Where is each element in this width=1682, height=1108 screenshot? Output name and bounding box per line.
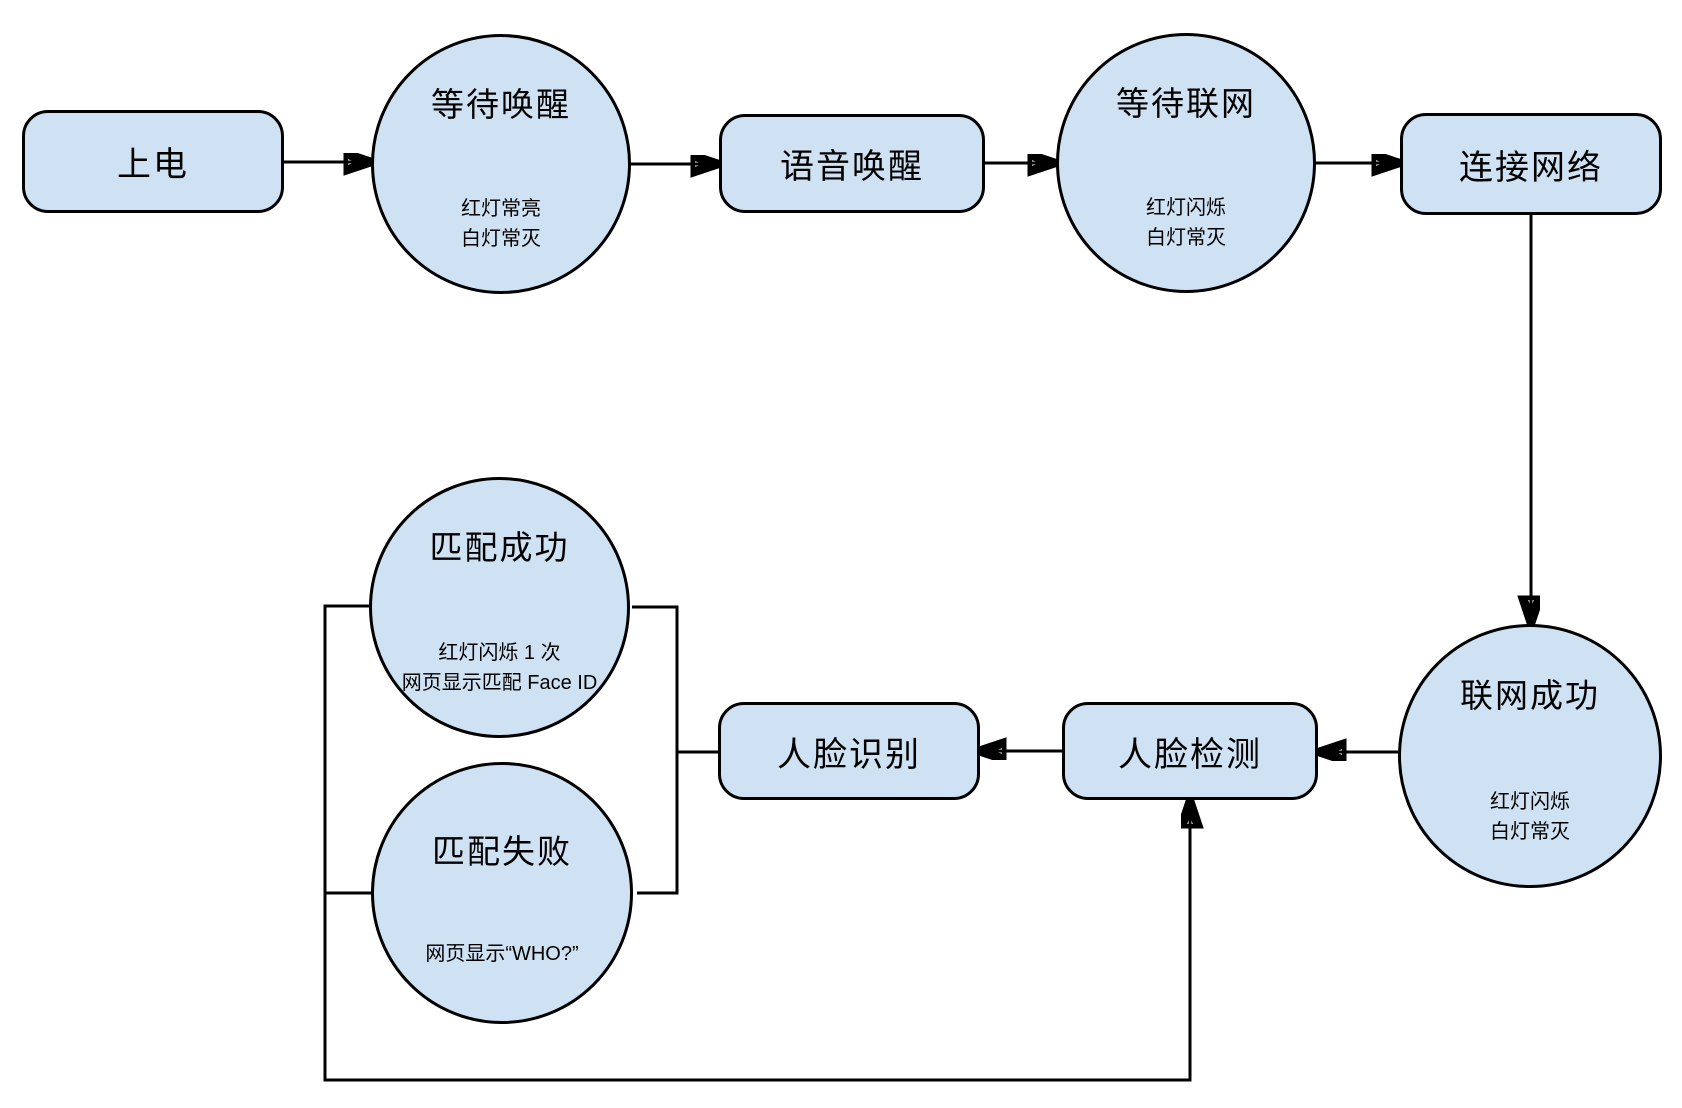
node-wait-network-note: 红灯闪烁 白灯常灭 — [1059, 193, 1313, 253]
node-network-success-note-line1: 红灯闪烁 — [1490, 790, 1570, 813]
node-match-fail-note: 网页显示“WHO?” — [374, 939, 630, 969]
loop-matches-to-face-detect — [323, 604, 1190, 1082]
node-power-on: 上电 — [22, 110, 284, 213]
node-wait-wake-note-line1: 红灯常亮 — [461, 198, 541, 221]
node-face-recognize: 人脸识别 — [718, 702, 980, 800]
node-network-success: 联网成功 红灯闪烁 白灯常灭 — [1398, 624, 1662, 888]
node-face-recognize-label: 人脸识别 — [777, 735, 921, 774]
node-wait-wake-note: 红灯常亮 白灯常灭 — [374, 194, 628, 254]
bracket-face-recog-to-matches — [632, 605, 679, 895]
node-wait-network-note-line1: 红灯闪烁 — [1146, 197, 1226, 220]
node-wait-network-title: 等待联网 — [1116, 85, 1256, 123]
node-face-detect: 人脸检测 — [1062, 702, 1318, 800]
node-match-success-note-line1: 红灯闪烁 1 次 — [438, 642, 561, 665]
node-wait-wake: 等待唤醒 红灯常亮 白灯常灭 — [371, 34, 631, 294]
node-match-success-title: 匹配成功 — [429, 529, 570, 567]
node-network-success-title: 联网成功 — [1460, 677, 1600, 715]
node-connect-network-label: 连接网络 — [1459, 148, 1603, 187]
node-voice-wake-label: 语音唤醒 — [780, 148, 924, 186]
node-match-success: 匹配成功 红灯闪烁 1 次 网页显示匹配 Face ID — [369, 477, 630, 738]
node-match-fail: 匹配失败 网页显示“WHO?” — [371, 762, 633, 1024]
node-match-success-note-line2: 网页显示匹配 Face ID — [401, 672, 598, 695]
node-network-success-note-line2: 白灯常灭 — [1490, 820, 1570, 843]
node-power-on-label: 上电 — [117, 146, 189, 184]
node-connect-network: 连接网络 — [1400, 113, 1662, 215]
node-match-success-note: 红灯闪烁 1 次 网页显示匹配 Face ID — [372, 638, 627, 698]
node-face-detect-label: 人脸检测 — [1118, 735, 1262, 774]
node-network-success-note: 红灯闪烁 白灯常灭 — [1401, 787, 1659, 847]
node-wait-network-note-line2: 白灯常灭 — [1146, 227, 1226, 250]
node-wait-wake-title: 等待唤醒 — [431, 86, 571, 124]
node-wait-wake-note-line2: 白灯常灭 — [461, 228, 541, 251]
node-match-fail-title: 匹配失败 — [432, 832, 572, 870]
node-voice-wake: 语音唤醒 — [719, 114, 985, 213]
node-match-fail-note-line1: 网页显示“WHO?” — [425, 943, 579, 966]
node-wait-network: 等待联网 红灯闪烁 白灯常灭 — [1056, 33, 1316, 293]
